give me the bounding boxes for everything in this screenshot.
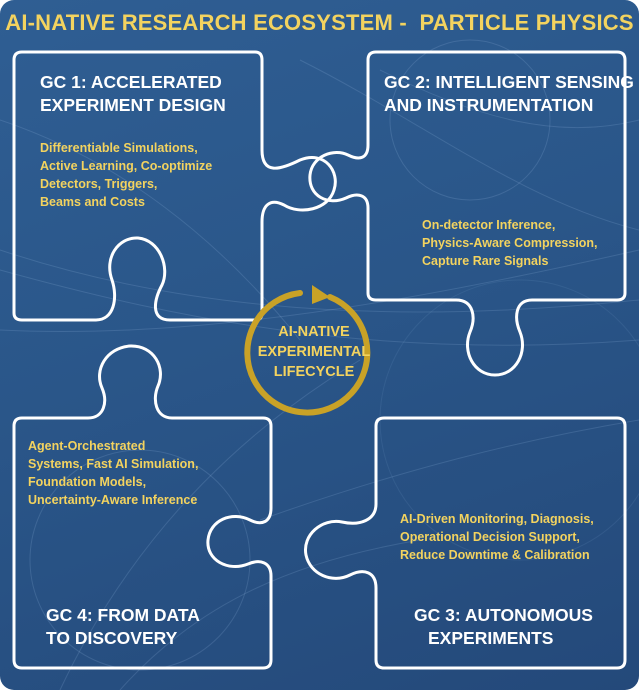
gc4-description: Agent-Orchestrated Systems, Fast AI Simu… [28,439,199,507]
puzzle-piece-gc2 [308,50,627,377]
gc3-title: GC 3: AUTONOMOUS EXPERIMENTS [414,605,593,648]
puzzle-piece-gc4 [12,344,273,670]
gc3-description: AI-Driven Monitoring, Diagnosis, Operati… [400,512,594,562]
poster-title: AI-NATIVE RESEARCH ECOSYSTEM - PARTICLE … [5,10,634,35]
gc2-description: On-detector Inference, Physics-Aware Com… [422,218,598,268]
gc2-title: GC 2: INTELLIGENT SENSING AND INSTRUMENT… [384,72,634,115]
puzzle-piece-gc3 [304,416,627,670]
gc4-title: GC 4: FROM DATA TO DISCOVERY [46,605,200,648]
center-cycle-label: AI-NATIVE EXPERIMENTAL LIFECYCLE [257,324,371,380]
gc1-description: Differentiable Simulations, Active Learn… [40,141,213,209]
circular-arrow-icon [244,290,371,416]
gc1-title: GC 1: ACCELERATED EXPERIMENT DESIGN [40,72,226,115]
